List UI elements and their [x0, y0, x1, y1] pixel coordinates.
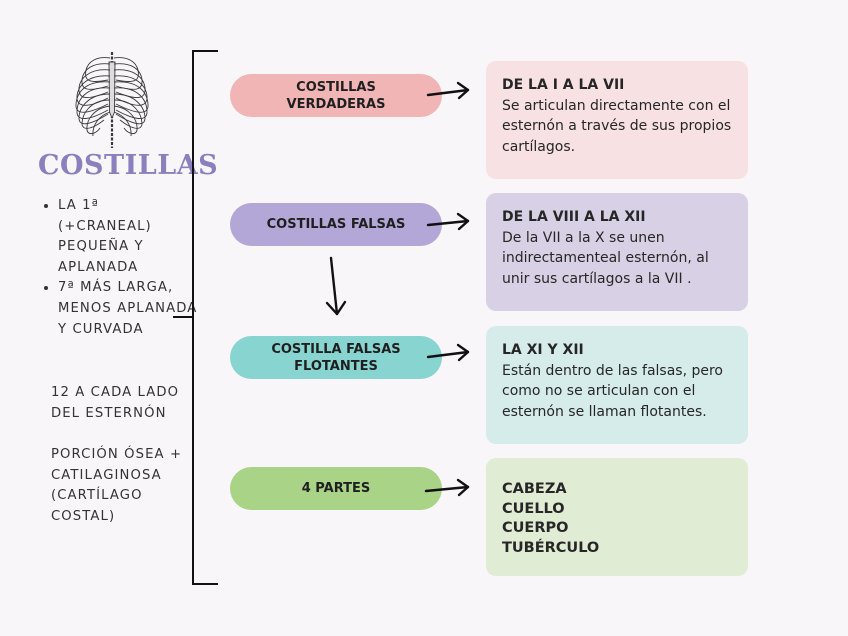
info-box-verdaderas: DE LA I A LA VII Se articulan directamen…: [486, 61, 748, 179]
info-box-flotantes: LA XI Y XII Están dentro de las falsas, …: [486, 326, 748, 444]
list-item: LA 1ª (+CRANEAL) PEQUEÑA Y APLANADA: [58, 196, 198, 278]
box-text: De la VII a la X se unen indirectamentea…: [502, 229, 709, 287]
pill-costillas-verdaderas: COSTILLAS VERDADERAS: [230, 74, 442, 117]
arrow-down-icon: [325, 256, 347, 316]
info-box-falsas: DE LA VIII A LA XII De la VII a la X se …: [486, 193, 748, 311]
rib-cage-icon: [75, 52, 149, 148]
bracket-connector: [173, 50, 218, 585]
list-item: CUERPO: [502, 520, 569, 536]
box-text: Se articulan directamente con el esternó…: [502, 97, 732, 155]
note-composition: PORCIÓN ÓSEA + CATILAGINOSA (CARTÍLAGO C…: [51, 447, 183, 524]
list-item: CUELLO: [502, 500, 565, 517]
pill-4-partes: 4 PARTES: [230, 467, 442, 510]
pill-costillas-flotantes: COSTILLA FALSAS FLOTANTES: [230, 336, 442, 379]
pill-costillas-falsas: COSTILLAS FALSAS: [230, 203, 442, 246]
facts-list: LA 1ª (+CRANEAL) PEQUEÑA Y APLANADA 7ª M…: [38, 196, 198, 340]
page-title: COSTILLAS: [38, 150, 219, 181]
list-item: TUBÉRCULO: [502, 539, 600, 556]
list-item: 7ª MÁS LARGA, MENOS APLANADA Y CURVADA: [58, 278, 198, 340]
box-heading: LA XI Y XII: [502, 342, 584, 358]
box-text: Están dentro de las falsas, pero como no…: [502, 362, 723, 420]
note-count: 12 A CADA LADO DEL ESTERNÓN: [51, 385, 180, 421]
box-heading: DE LA VIII A LA XII: [502, 209, 646, 225]
list-item: CABEZA: [502, 481, 567, 497]
box-heading: DE LA I A LA VII: [502, 77, 625, 93]
info-box-partes: CABEZA CUELLO CUERPO TUBÉRCULO: [486, 458, 748, 576]
